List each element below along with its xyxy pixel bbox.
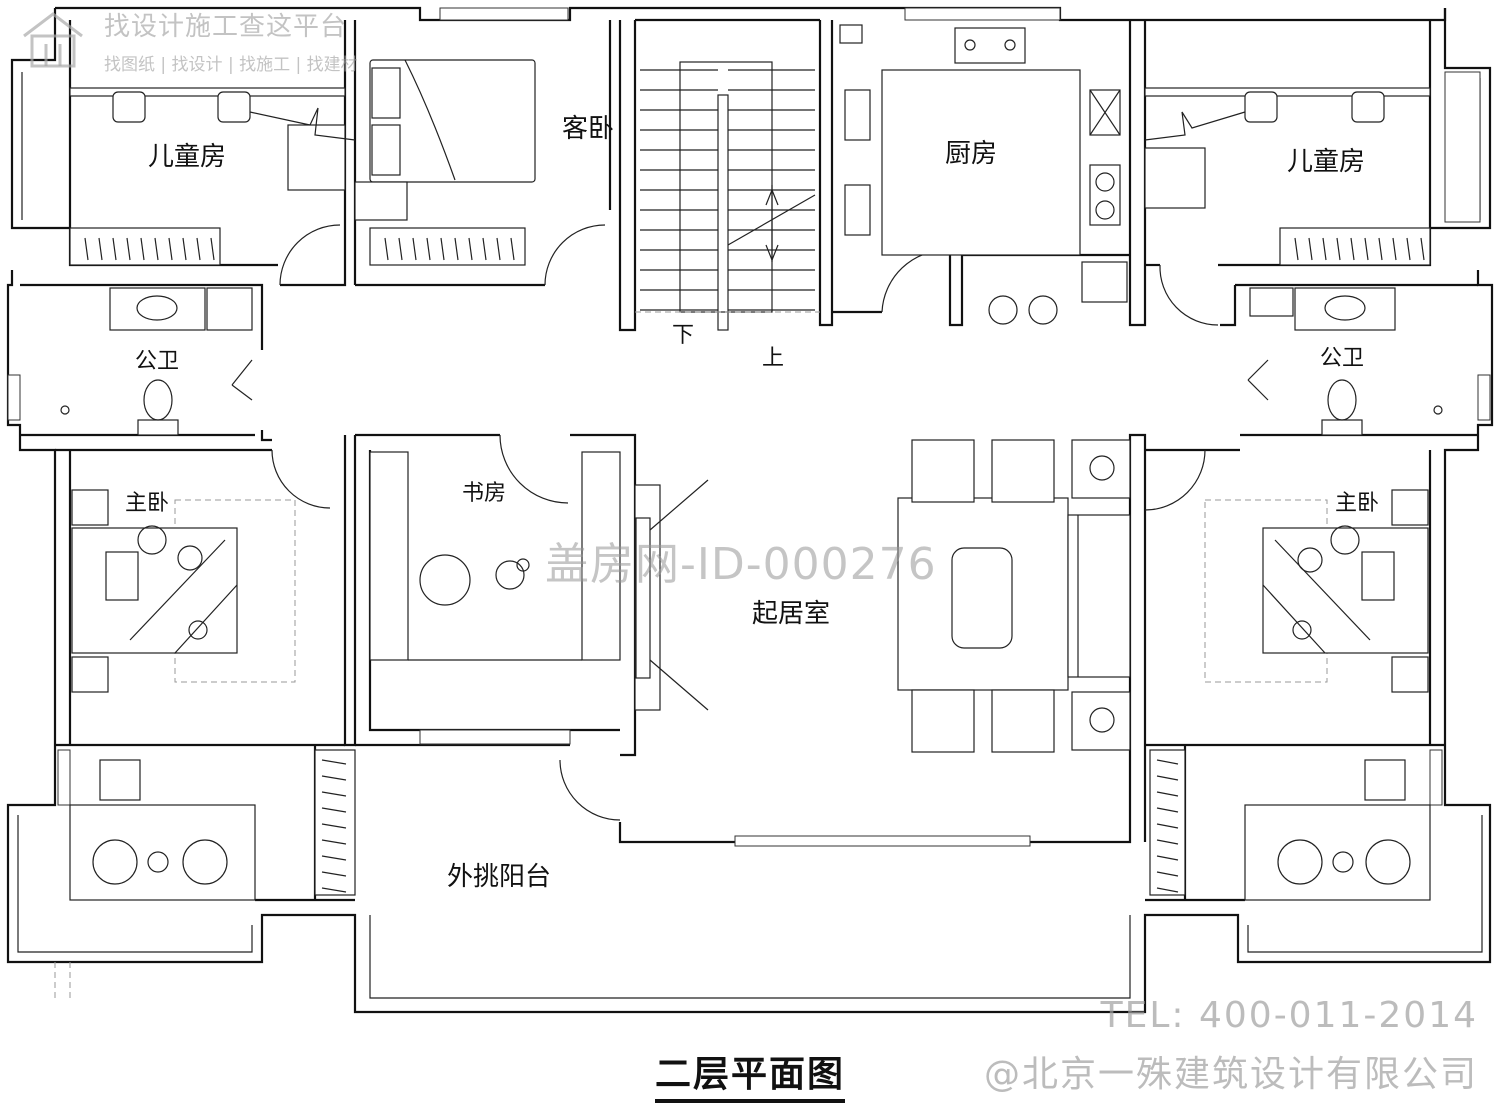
- kitchen-furniture: [839, 24, 1128, 325]
- staircase: [635, 61, 820, 331]
- bathroom-fixtures: [60, 287, 1443, 436]
- master-bedroom-furniture: [71, 489, 1429, 693]
- balcony-furniture: [69, 759, 1431, 901]
- label-bathroom-left: 公卫: [135, 349, 179, 374]
- label-study: 书房: [462, 481, 506, 506]
- watermark-tel: TEL: 400-011-2014: [1100, 995, 1478, 1036]
- room-labels: 儿童房 客卧 厨房 儿童房 公卫 公卫 主卧 书房 起居室 主卧 外挑阳台 下 …: [125, 114, 1379, 892]
- label-master-bedroom-right: 主卧: [1335, 491, 1379, 516]
- watermark-center: 盖房网-ID-000276: [545, 539, 937, 590]
- watermark-company: @北京一殊建筑设计有限公司: [983, 1054, 1478, 1095]
- living-room-furniture: [897, 439, 1131, 753]
- interior-walls: [20, 18, 1478, 902]
- label-children-room-right: 儿童房: [1287, 147, 1365, 177]
- label-stair-up: 上: [762, 346, 784, 371]
- label-children-room-left: 儿童房: [148, 142, 226, 172]
- label-living-room: 起居室: [752, 599, 830, 629]
- label-guest-room: 客卧: [562, 114, 614, 144]
- label-balcony: 外挑阳台: [447, 862, 551, 892]
- label-kitchen: 厨房: [945, 139, 997, 169]
- label-bathroom-right: 公卫: [1320, 346, 1364, 371]
- windows: [7, 7, 1491, 847]
- plan-title: 二层平面图: [655, 1045, 846, 1103]
- label-stair-down: 下: [672, 323, 694, 348]
- label-master-bedroom-left: 主卧: [125, 491, 169, 516]
- children-room-furniture: [69, 59, 1431, 221]
- wardrobes: [69, 227, 1431, 896]
- watermark-top: 找设计施工查这平台: [104, 12, 348, 42]
- doors: [231, 224, 1269, 821]
- watermark-top-sub: 找图纸 | 找设计 | 找施工 | 找建材: [104, 55, 358, 75]
- watermark-logo-icon: [23, 12, 83, 68]
- study-furniture: [369, 451, 709, 711]
